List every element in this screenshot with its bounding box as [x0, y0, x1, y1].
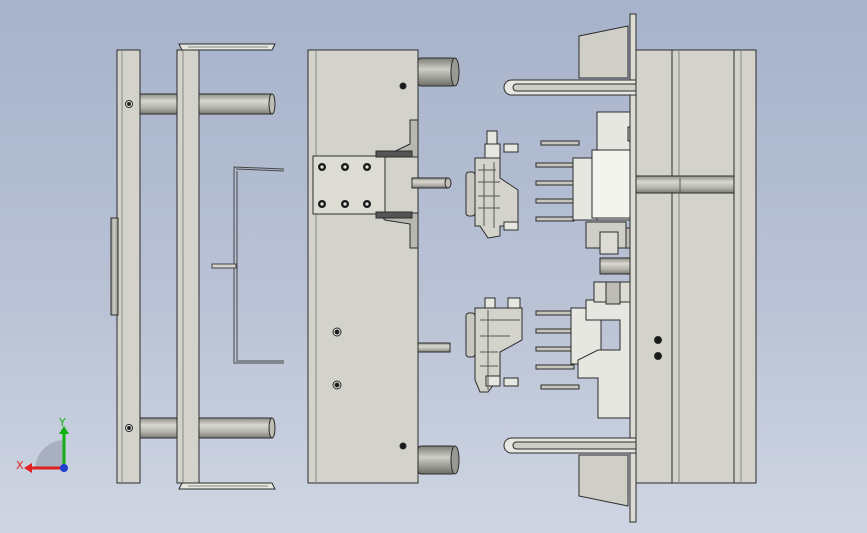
- cavity-plate[interactable]: [307, 49, 460, 484]
- core-plate[interactable]: [635, 49, 757, 484]
- ejector-wire-frame[interactable]: [211, 166, 285, 364]
- x-axis-arrowhead: [24, 463, 32, 473]
- view-orientation-triad: Y X: [16, 416, 69, 473]
- locating-ring[interactable]: [110, 217, 119, 316]
- molded-part-lower[interactable]: [465, 297, 523, 393]
- ejector-plate[interactable]: [176, 43, 276, 490]
- y-axis-label: Y: [58, 416, 66, 429]
- x-axis-label: X: [16, 459, 24, 472]
- y-axis-arrowhead: [59, 426, 69, 434]
- angled-lifters[interactable]: [578, 13, 637, 523]
- return-pins[interactable]: [139, 93, 276, 439]
- top-clamp-plate[interactable]: [110, 49, 141, 484]
- z-axis-dot: [60, 464, 68, 472]
- molded-part-upper[interactable]: [465, 130, 519, 239]
